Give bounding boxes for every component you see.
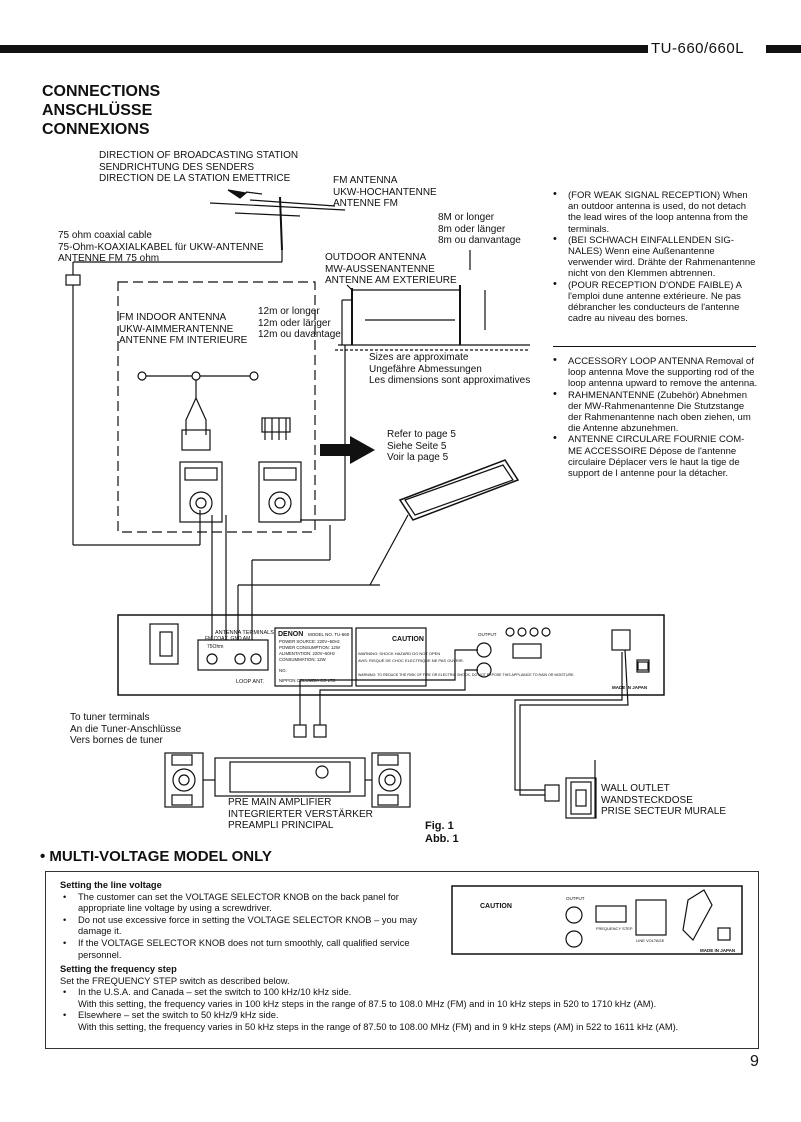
notes-loop-antenna: ACCESSORY LOOP ANTENNA Removal of loop a… [553, 355, 758, 479]
divider [553, 346, 756, 347]
panel-alimentation: ALIMENTATION: 220V~50Hz [279, 651, 335, 656]
list-item: Do not use excessive force in setting th… [60, 915, 440, 938]
label-wall-outlet: WALL OUTLET WANDSTECKDOSE PRISE SECTEUR … [601, 783, 727, 817]
list-item: In the U.S.A. and Canada – set the switc… [60, 987, 750, 999]
multi-voltage-box [45, 871, 759, 1049]
panel-ohm: 75Ohm [207, 644, 223, 650]
mv-panel-caution: CAUTION [480, 903, 512, 910]
panel-model-no: MODEL NO. TU-660 [308, 632, 350, 637]
panel-loop-ant: LOOP ANT. [236, 679, 265, 685]
panel-power-consumption: POWER CONSUMPTION: 12W [279, 645, 341, 650]
label-fm-indoor: FM INDOOR ANTENNA UKW-AIMMERANTENNE ANTE… [119, 312, 248, 346]
section-headings: CONNECTIONS ANSCHLÜSSE CONNEXIONS [42, 82, 160, 139]
mv-panel-freq-step: FREQUENCY STEP [596, 926, 633, 931]
mv-panel-made-in-japan: MADE IN JAPAN [700, 948, 735, 953]
panel-brand: DENON [278, 631, 303, 638]
panel-nippon: NIPPON COLUMBIA CO LTD [279, 678, 336, 683]
panel-antenna-terminals: ANTENNA TERMINALS [215, 630, 274, 636]
note-item: ANTENNE CIRCULARE FOURNIE COM-ME ACCESSO… [553, 433, 758, 479]
label-sizes: Sizes are approximate Ungefähre Abmessun… [369, 352, 531, 386]
figure-caption: Fig. 1 Abb. 1 [425, 820, 459, 845]
note-item: (POUR RECEPTION D'ONDE FAIBLE) A l'emplo… [553, 279, 758, 325]
panel-caution: CAUTION [392, 636, 424, 643]
header-bar [0, 45, 648, 53]
model-name: TU-660/660L [651, 40, 745, 57]
panel-power-source: POWER SOURCE: 220V~50Hz [279, 639, 340, 644]
line-voltage-title: Setting the line voltage [60, 880, 162, 890]
note-item: RAHMENANTENNE (Zubehör) Abnehmen der MW-… [553, 389, 758, 435]
panel-no: NO. [279, 668, 287, 673]
mv-panel-line-voltage: LINE VOLTAGE [636, 938, 665, 943]
label-8m: 8M or longer 8m oder länger 8m ou danvan… [438, 212, 521, 246]
multi-voltage-title: • MULTI-VOLTAGE MODEL ONLY [40, 848, 272, 865]
list-item: Elsewhere – set the switch to 50 kHz/9 k… [60, 1010, 750, 1022]
heading-en: CONNECTIONS [42, 83, 161, 100]
list-item: The customer can set the VOLTAGE SELECTO… [60, 892, 440, 915]
panel-output: OUTPUT [478, 632, 497, 637]
panel-warning1: WARNING: SHOCK HAZARD DO NOT OPEN [358, 651, 440, 656]
label-outdoor: OUTDOOR ANTENNA MW-AUSSENANTENNE ANTENNE… [325, 252, 457, 286]
label-refer: Refer to page 5 Siehe Seite 5 Voir la pa… [387, 429, 456, 463]
list-item: If the VOLTAGE SELECTOR KNOB does not tu… [60, 938, 440, 961]
header-bar-end [766, 45, 801, 53]
panel-fm-coax: FM COAX. GND AM [205, 636, 250, 642]
label-fm-antenna: FM ANTENNA UKW-HOCHANTENNE ANTENNE FM [333, 175, 437, 209]
heading-fr: CONNEXIONS [42, 121, 150, 138]
note-item: (BEI SCHWACH EINFALLENDEN SIG-NALES) Wen… [553, 234, 758, 280]
label-12m: 12m or longer 12m oder länger 12m ou dav… [258, 306, 341, 340]
heading-de: ANSCHLÜSSE [42, 102, 153, 119]
line-voltage-section: Setting the line voltage The customer ca… [60, 880, 440, 961]
label-tuner-terminals: To tuner terminals An die Tuner-Anschlüs… [70, 712, 182, 746]
list-item-cont: With this setting, the frequency varies … [78, 998, 657, 1009]
frequency-step-section: Setting the frequency step Set the FREQU… [60, 964, 750, 1034]
list-item-cont: With this setting, the frequency varies … [78, 1021, 679, 1032]
page-number: 9 [750, 1053, 759, 1070]
mv-panel-output: OUTPUT [566, 896, 585, 901]
panel-warning2: WARNING: TO REDUCE THE RISK OF FIRE OR E… [358, 673, 574, 677]
panel-avis: AVIS: RISQUE DE CHOC ELECTRIQUE NE PAS O… [358, 658, 464, 663]
note-item: (FOR WEAK SIGNAL RECEPTION) When an outd… [553, 189, 758, 235]
label-coax: 75 ohm coaxial cable 75-Ohm-KOAXIALKABEL… [58, 230, 264, 264]
label-direction: DIRECTION OF BROADCASTING STATION SENDRI… [99, 150, 299, 184]
freq-title: Setting the frequency step [60, 964, 177, 974]
notes-weak-signal: (FOR WEAK SIGNAL RECEPTION) When an outd… [553, 189, 758, 325]
note-item: ACCESSORY LOOP ANTENNA Removal of loop a… [553, 355, 758, 390]
panel-made-in-japan: MADE IN JAPAN [612, 685, 647, 690]
freq-intro: Set the FREQUENCY STEP switch as describ… [60, 975, 290, 986]
label-amplifier: PRE MAIN AMPLIFIER INTEGRIERTER VERSTÄRK… [228, 797, 373, 831]
panel-consummation: CONSUMMATION: 12W [279, 657, 327, 662]
